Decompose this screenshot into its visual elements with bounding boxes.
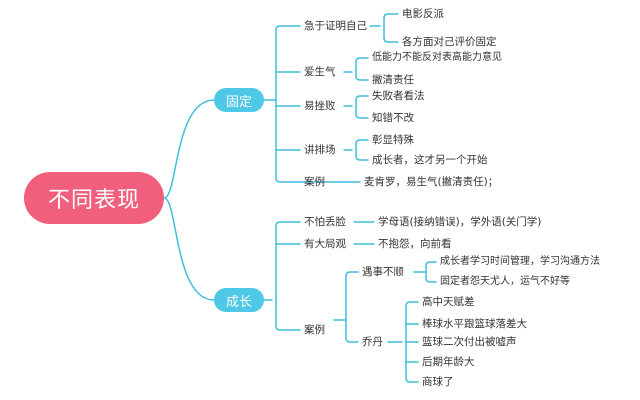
node-not-afraid-detail: 学母语(接纳错误)，学外语(关门学) <box>378 216 542 228</box>
node-prove-child-2: 各方面对己评价固定 <box>402 36 497 48</box>
node-scene-child-2: 成长者，这才另一个开始 <box>372 154 488 166</box>
node-jordan-child-3: 篮球二次付出被嘘声 <box>422 336 517 348</box>
node-not-afraid: 不怕丢脸 <box>304 216 346 228</box>
node-fail: 易挫败 <box>304 100 336 112</box>
root-node: 不同表现 <box>24 172 164 224</box>
node-jordan: 乔丹 <box>362 336 383 348</box>
node-scene-child-1: 彰显特殊 <box>372 134 414 146</box>
node-fail-child-1: 失败者看法 <box>372 90 425 102</box>
node-angry-child-1: 低能力不能反对表高能力意见 <box>372 52 502 63</box>
node-jordan-child-4: 后期年龄大 <box>422 356 475 368</box>
branch-growth: 成长 <box>214 288 264 312</box>
node-jordan-child-5: 商球了 <box>422 376 454 388</box>
node-prove-self: 急于证明自己 <box>304 20 367 32</box>
branch-fixed: 固定 <box>214 88 264 112</box>
node-scene: 讲排场 <box>304 144 336 156</box>
node-big-picture: 有大局观 <box>304 238 346 250</box>
node-growth-case: 案例 <box>304 324 325 336</box>
node-fixed-case: 案例 <box>304 176 325 188</box>
node-jordan-child-1: 高中天赋差 <box>422 296 475 308</box>
node-adversity: 遇事不顺 <box>362 266 404 278</box>
node-adversity-child-2: 固定者怨天尤人，运气不好等 <box>440 276 570 287</box>
node-prove-child-1: 电影反派 <box>402 8 444 20</box>
node-big-picture-detail: 不抱怨，向前看 <box>378 238 452 250</box>
node-adversity-child-1: 成长者学习时间管理，学习沟通方法 <box>440 256 600 267</box>
node-fixed-case-detail: 麦肯罗，易生气(撇清责任)； <box>364 176 499 188</box>
node-fail-child-2: 知错不改 <box>372 112 414 124</box>
node-angry: 爱生气 <box>304 66 336 78</box>
node-jordan-child-2: 棒球水平跟篮球落差大 <box>422 318 527 330</box>
node-angry-child-2: 撇清责任 <box>372 74 414 86</box>
